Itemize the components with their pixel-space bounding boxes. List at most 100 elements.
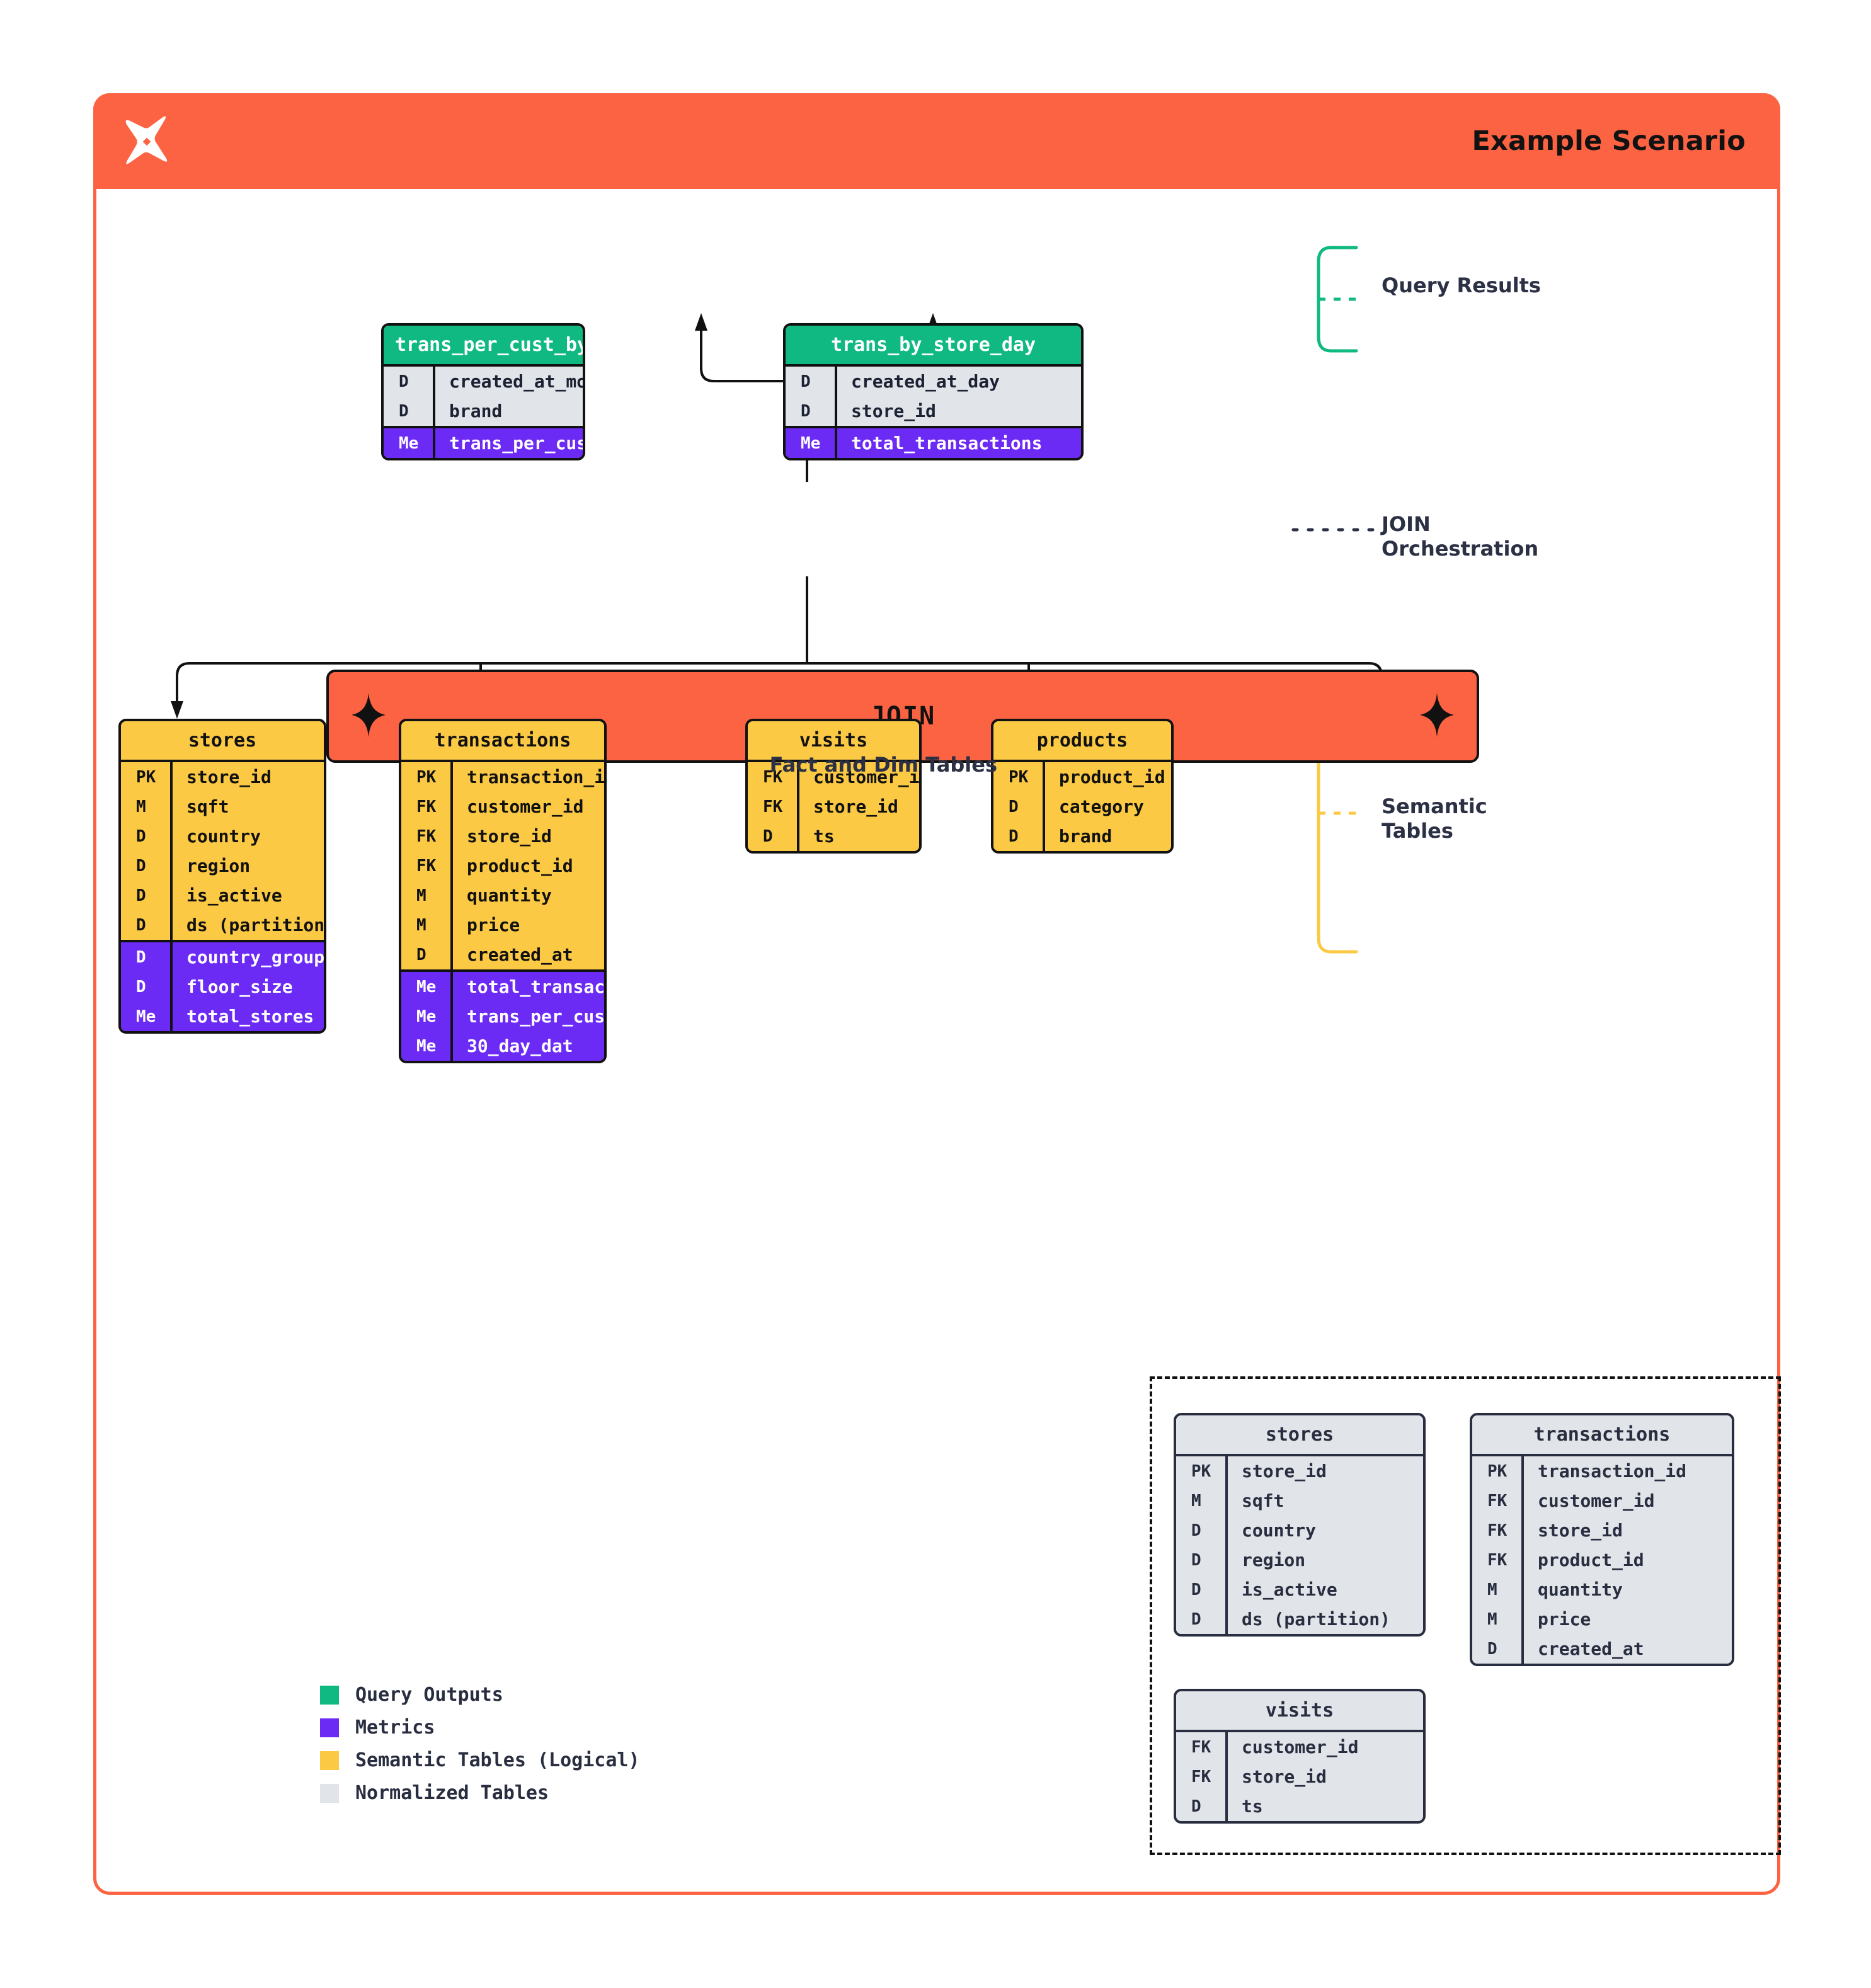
row-key: M bbox=[1487, 1609, 1497, 1629]
fact-dim-container bbox=[1150, 1376, 1781, 1855]
row-key: FK bbox=[1191, 1737, 1211, 1757]
row-field: ds (partition) bbox=[1225, 1604, 1423, 1634]
row-field: category bbox=[1043, 792, 1171, 821]
table-title: stores bbox=[1176, 1415, 1423, 1454]
row-field: sqft bbox=[170, 792, 324, 821]
table-body: D created_at_day D store_id Me total_tra… bbox=[786, 364, 1081, 458]
row-field: customer_id bbox=[1521, 1486, 1732, 1516]
legend-item: Query Outputs bbox=[320, 1684, 640, 1706]
row-field: store_id bbox=[835, 396, 1081, 426]
row-field: floor_size bbox=[170, 972, 324, 1002]
row-field: brand bbox=[1043, 821, 1171, 851]
query-result-table-trans-by-store-day[interactable]: trans_by_store_day D created_at_day D st… bbox=[783, 323, 1084, 460]
row-key: PK bbox=[136, 767, 156, 787]
row-field: created_at bbox=[1521, 1634, 1732, 1664]
row-key: D bbox=[763, 826, 773, 846]
row-field: ts bbox=[1225, 1791, 1423, 1821]
row-key: FK bbox=[1487, 1521, 1508, 1540]
row-key: D bbox=[786, 397, 835, 425]
row-field: 30_day_dat bbox=[450, 1031, 604, 1061]
row-field: store_id bbox=[1225, 1762, 1423, 1791]
table-body: D created_at_month D brand Me trans_per_… bbox=[384, 364, 583, 458]
row-key: FK bbox=[763, 767, 783, 787]
row-field: ts bbox=[797, 821, 919, 851]
row-field: transaction_id bbox=[1521, 1456, 1732, 1486]
row-key: M bbox=[1191, 1491, 1201, 1511]
row-field: customer_id bbox=[797, 762, 919, 792]
table-row: D store_id bbox=[786, 396, 1081, 426]
table-title: transactions bbox=[401, 721, 604, 760]
legend-label: Query Outputs bbox=[355, 1684, 503, 1706]
row-field: country bbox=[170, 821, 324, 851]
legend: Query Outputs Metrics Semantic Tables (L… bbox=[320, 1684, 640, 1815]
query-result-table-trans-per-cust-by-brand-month[interactable]: trans_per_cust_by_brand_month D created_… bbox=[381, 323, 585, 460]
row-key: D bbox=[136, 886, 146, 905]
row-field: created_at_month bbox=[433, 367, 583, 396]
card-header: Example Scenario bbox=[93, 93, 1780, 189]
row-field: quantity bbox=[1521, 1575, 1732, 1604]
annotation-query-results: Query Results bbox=[1382, 273, 1541, 297]
row-key: D bbox=[1191, 1580, 1201, 1599]
row-key: Me bbox=[416, 977, 437, 997]
table-title: visits bbox=[748, 721, 919, 760]
legend-swatch-query-outputs bbox=[320, 1685, 339, 1705]
table-row: FK store_id bbox=[1472, 1516, 1732, 1545]
page-title: Example Scenario bbox=[1472, 125, 1746, 157]
row-field: store_id bbox=[1521, 1516, 1732, 1545]
row-field: product_id bbox=[1521, 1545, 1732, 1575]
table-row: D created_at_month bbox=[384, 367, 583, 396]
row-key: D bbox=[384, 367, 433, 396]
row-field: customer_id bbox=[1225, 1732, 1423, 1762]
row-key: D bbox=[416, 945, 426, 964]
row-key: FK bbox=[416, 856, 437, 876]
row-field: total_transactions bbox=[835, 428, 1081, 458]
row-key: D bbox=[786, 367, 835, 396]
table-title: transactions bbox=[1472, 1415, 1732, 1454]
row-field: product_id bbox=[450, 851, 604, 881]
row-key: D bbox=[1191, 1609, 1201, 1629]
row-field: customer_id bbox=[450, 792, 604, 821]
table-title: visits bbox=[1176, 1691, 1423, 1730]
row-key: Me bbox=[416, 1007, 437, 1026]
row-field: transaction_id bbox=[450, 762, 604, 792]
row-field: region bbox=[170, 851, 324, 881]
row-field: price bbox=[450, 910, 604, 940]
row-field: quantity bbox=[450, 881, 604, 910]
table-row: D brand bbox=[384, 396, 583, 426]
row-key: D bbox=[1009, 797, 1019, 816]
row-field: product_id bbox=[1043, 762, 1171, 792]
diagram-card: Example Scenario trans_per_cust_by_b bbox=[93, 93, 1781, 1895]
row-key: D bbox=[1191, 1550, 1201, 1570]
table-row: FK customer_id bbox=[748, 762, 919, 792]
row-field: brand bbox=[433, 396, 583, 426]
row-key: D bbox=[1191, 1521, 1201, 1540]
table-title: trans_by_store_day bbox=[786, 326, 1081, 364]
row-key: PK bbox=[1191, 1461, 1211, 1481]
